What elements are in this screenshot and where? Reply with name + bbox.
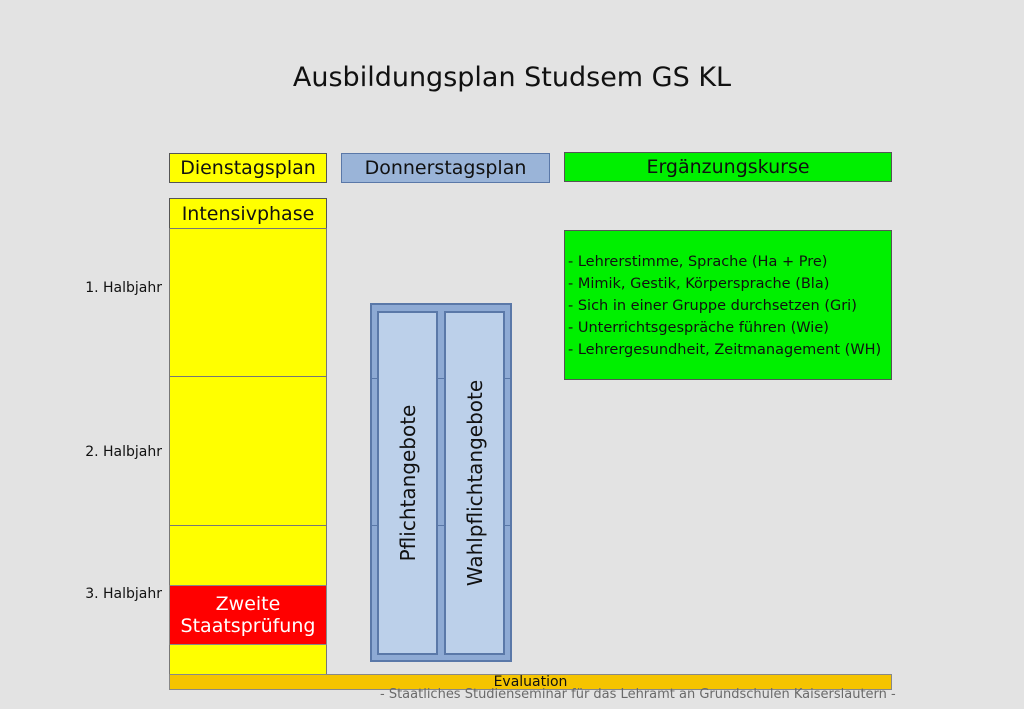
page-title: Ausbildungsplan Studsem GS KL — [292, 62, 732, 93]
list-item: - Lehrerstimme, Sprache (Ha + Pre) — [568, 254, 828, 270]
wahlpflichtangebote-box: Wahlpflichtangebote — [444, 311, 505, 655]
footer-text: - Staatliches Studienseminar für das Leh… — [380, 687, 896, 702]
semester-block-2 — [169, 376, 327, 526]
header-dienstagsplan: Dienstagsplan — [169, 153, 327, 183]
list-item: - Mimik, Gestik, Körpersprache (Bla) — [568, 276, 830, 292]
semester-label-1: 1. Halbjahr — [85, 280, 162, 296]
ergaenzungskurse-list: - Lehrerstimme, Sprache (Ha + Pre) - Mim… — [564, 230, 892, 380]
divider-2 — [370, 525, 512, 526]
zweite-staatspruefung-box: Zweite Staatsprüfung — [169, 585, 327, 645]
evaluation-bar: Evaluation — [169, 674, 892, 690]
pflichtangebote-box: Pflichtangebote — [377, 311, 438, 655]
header-ergaenzungskurse: Ergänzungskurse — [564, 152, 892, 182]
header-donnerstagsplan: Donnerstagsplan — [341, 153, 550, 183]
intensivphase-label: Intensivphase — [169, 198, 327, 229]
list-item: - Lehrergesundheit, Zeitmanagement (WH) — [568, 342, 882, 358]
list-item: - Sich in einer Gruppe durchsetzen (Gri) — [568, 298, 857, 314]
wahlpflichtangebote-label: Wahlpflichtangebote — [462, 379, 487, 587]
semester-label-3: 3. Halbjahr — [85, 586, 162, 602]
semester-block-1 — [169, 228, 327, 377]
pflichtangebote-label: Pflichtangebote — [395, 404, 420, 562]
list-item: - Unterrichtsgespräche führen (Wie) — [568, 320, 829, 336]
semester-label-2: 2. Halbjahr — [85, 444, 162, 460]
divider-1 — [370, 378, 512, 379]
exam-line-1: Zweite — [215, 593, 281, 615]
exam-line-2: Staatsprüfung — [180, 615, 316, 637]
